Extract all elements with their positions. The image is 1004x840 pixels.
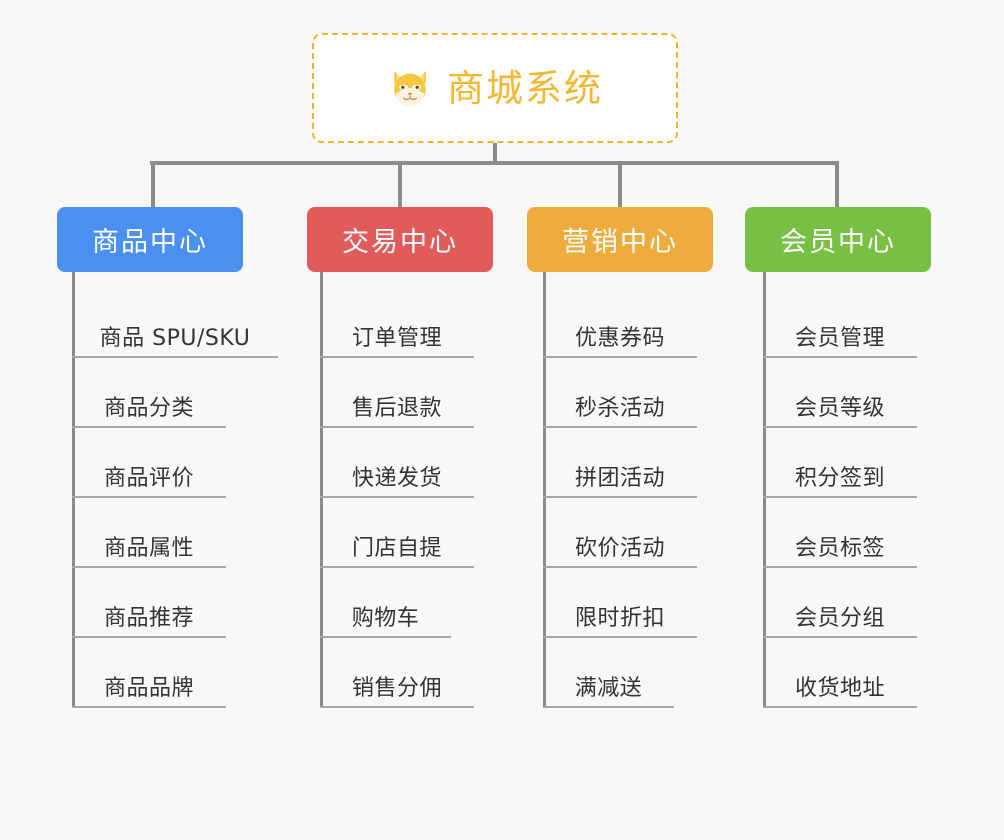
connector-drop-1	[151, 161, 155, 208]
shiba-dog-icon	[394, 70, 426, 107]
leaf-item[interactable]: 砍价活动	[543, 500, 697, 568]
leaf-item-label: 会员等级	[794, 396, 885, 421]
category-label: 会员中心	[780, 227, 896, 258]
leaf-item[interactable]: 商品分类	[72, 360, 226, 428]
leaf-item-label: 订单管理	[351, 326, 442, 351]
leaf-item[interactable]: 销售分佣	[320, 640, 474, 708]
leaf-item-label: 商品 SPU/SKU	[99, 326, 251, 351]
leaf-item[interactable]: 会员管理	[763, 290, 917, 358]
leaf-item-label: 积分签到	[794, 466, 885, 491]
leaf-column-3: 优惠券码秒杀活动拼团活动砍价活动限时折扣满减送	[543, 272, 803, 710]
category-box-4[interactable]: 会员中心	[745, 207, 931, 272]
connector-drop-3	[618, 161, 622, 208]
leaf-item[interactable]: 会员分组	[763, 570, 917, 638]
leaf-item[interactable]: 会员等级	[763, 360, 917, 428]
category-box-3[interactable]: 营销中心	[527, 207, 713, 272]
category-box-1[interactable]: 商品中心	[57, 207, 243, 272]
category-label: 商品中心	[92, 227, 208, 258]
leaf-item-label: 会员管理	[794, 326, 885, 351]
leaf-item-label: 商品品牌	[103, 676, 194, 701]
leaf-item-label: 限时折扣	[574, 606, 665, 631]
leaf-item[interactable]: 积分签到	[763, 430, 917, 498]
leaf-item[interactable]: 秒杀活动	[543, 360, 697, 428]
leaf-item[interactable]: 会员标签	[763, 500, 917, 568]
leaf-item-label: 收货地址	[794, 676, 885, 701]
leaf-column-4: 会员管理会员等级积分签到会员标签会员分组收货地址	[763, 272, 1004, 710]
leaf-item-label: 售后退款	[351, 396, 442, 421]
leaf-item-label: 秒杀活动	[574, 396, 665, 421]
root-node-mall-system[interactable]: 商城系统	[312, 33, 678, 143]
leaf-column-2: 订单管理售后退款快递发货门店自提购物车销售分佣	[320, 272, 580, 710]
connector-root-stem	[493, 143, 497, 165]
connector-horizontal-bus	[150, 161, 837, 165]
leaf-item[interactable]: 限时折扣	[543, 570, 697, 638]
leaf-item-label: 满减送	[574, 676, 643, 701]
leaf-spine	[320, 272, 323, 708]
leaf-item-label: 优惠券码	[574, 326, 665, 351]
leaf-item-label: 拼团活动	[574, 466, 665, 491]
leaf-item[interactable]: 商品推荐	[72, 570, 226, 638]
leaf-spine	[72, 272, 75, 708]
leaf-item-label: 砍价活动	[574, 536, 665, 561]
leaf-item-label: 快递发货	[351, 466, 442, 491]
root-title: 商城系统	[447, 66, 603, 110]
leaf-item-label: 商品属性	[103, 536, 194, 561]
category-label: 交易中心	[342, 227, 458, 258]
leaf-item[interactable]: 售后退款	[320, 360, 474, 428]
connector-drop-2	[398, 161, 402, 208]
category-box-2[interactable]: 交易中心	[307, 207, 493, 272]
leaf-spine	[543, 272, 546, 708]
leaf-item-label: 商品分类	[103, 396, 194, 421]
category-label: 营销中心	[562, 227, 678, 258]
leaf-item-label: 会员分组	[794, 606, 885, 631]
leaf-item[interactable]: 拼团活动	[543, 430, 697, 498]
leaf-item[interactable]: 商品品牌	[72, 640, 226, 708]
leaf-item[interactable]: 门店自提	[320, 500, 474, 568]
leaf-item[interactable]: 满减送	[543, 640, 674, 708]
connector-drop-4	[835, 161, 839, 208]
leaf-item-label: 门店自提	[351, 536, 442, 561]
leaf-item-label: 购物车	[351, 606, 420, 631]
leaf-column-1: 商品 SPU/SKU 商品分类商品评价商品属性商品推荐商品品牌	[72, 272, 332, 710]
leaf-item[interactable]: 订单管理	[320, 290, 474, 358]
leaf-item-label: 会员标签	[794, 536, 885, 561]
leaf-item-label: 销售分佣	[351, 676, 442, 701]
leaf-item[interactable]: 商品 SPU/SKU	[72, 290, 278, 358]
leaf-item[interactable]: 购物车	[320, 570, 451, 638]
leaf-item-label: 商品推荐	[103, 606, 194, 631]
leaf-item[interactable]: 商品评价	[72, 430, 226, 498]
leaf-item[interactable]: 优惠券码	[543, 290, 697, 358]
leaf-item-label: 商品评价	[103, 466, 194, 491]
leaf-item[interactable]: 收货地址	[763, 640, 917, 708]
leaf-spine	[763, 272, 766, 708]
leaf-item[interactable]: 快递发货	[320, 430, 474, 498]
leaf-item[interactable]: 商品属性	[72, 500, 226, 568]
